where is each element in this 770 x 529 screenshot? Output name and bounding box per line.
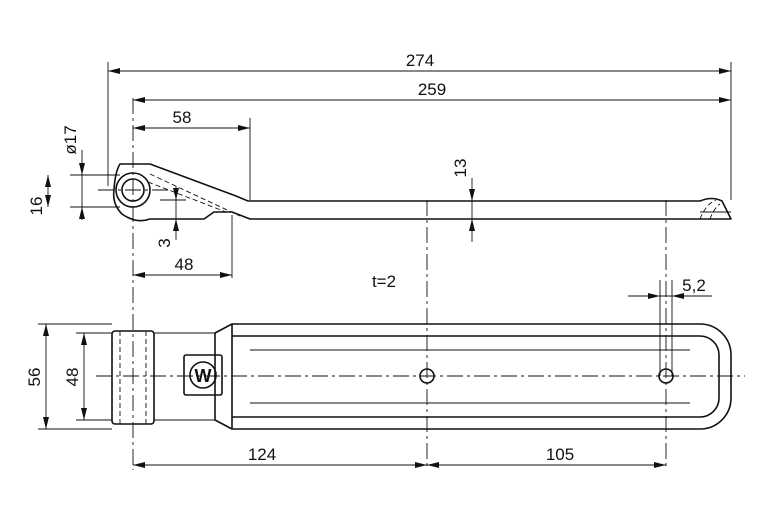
dim-48-side: 48 (175, 255, 194, 274)
dim-274: 274 (406, 51, 434, 70)
center-lines (96, 98, 745, 470)
dimension-labels: 274 259 58 48 t=2 5,2 124 105 ø17 16 3 1… (25, 51, 706, 464)
dim-48-top: 48 (63, 368, 82, 387)
top-view: W (111, 323, 732, 430)
dim-259: 259 (418, 80, 446, 99)
dim-13: 13 (451, 159, 470, 178)
strap-inner-outline (232, 335, 720, 418)
dim-58: 58 (173, 108, 192, 127)
strap-side-profile (112, 163, 732, 222)
dim-105: 105 (546, 445, 574, 464)
tip-hidden-line (699, 199, 721, 220)
side-view (112, 163, 732, 222)
brand-logo-icon: W (183, 354, 223, 396)
curl-hidden-line (149, 173, 241, 217)
logo-letters: W (195, 366, 212, 386)
dim-diameter-17: ø17 (61, 125, 80, 154)
dim-5-2: 5,2 (682, 276, 706, 295)
dimension-lines (38, 62, 732, 468)
dim-56: 56 (25, 368, 44, 387)
strap-outer-outline (214, 323, 732, 430)
dim-124: 124 (248, 445, 276, 464)
curl-hidden-line-2 (147, 181, 227, 213)
dim-16: 16 (27, 197, 46, 216)
dim-3: 3 (155, 238, 174, 247)
dim-thickness: t=2 (372, 272, 396, 291)
